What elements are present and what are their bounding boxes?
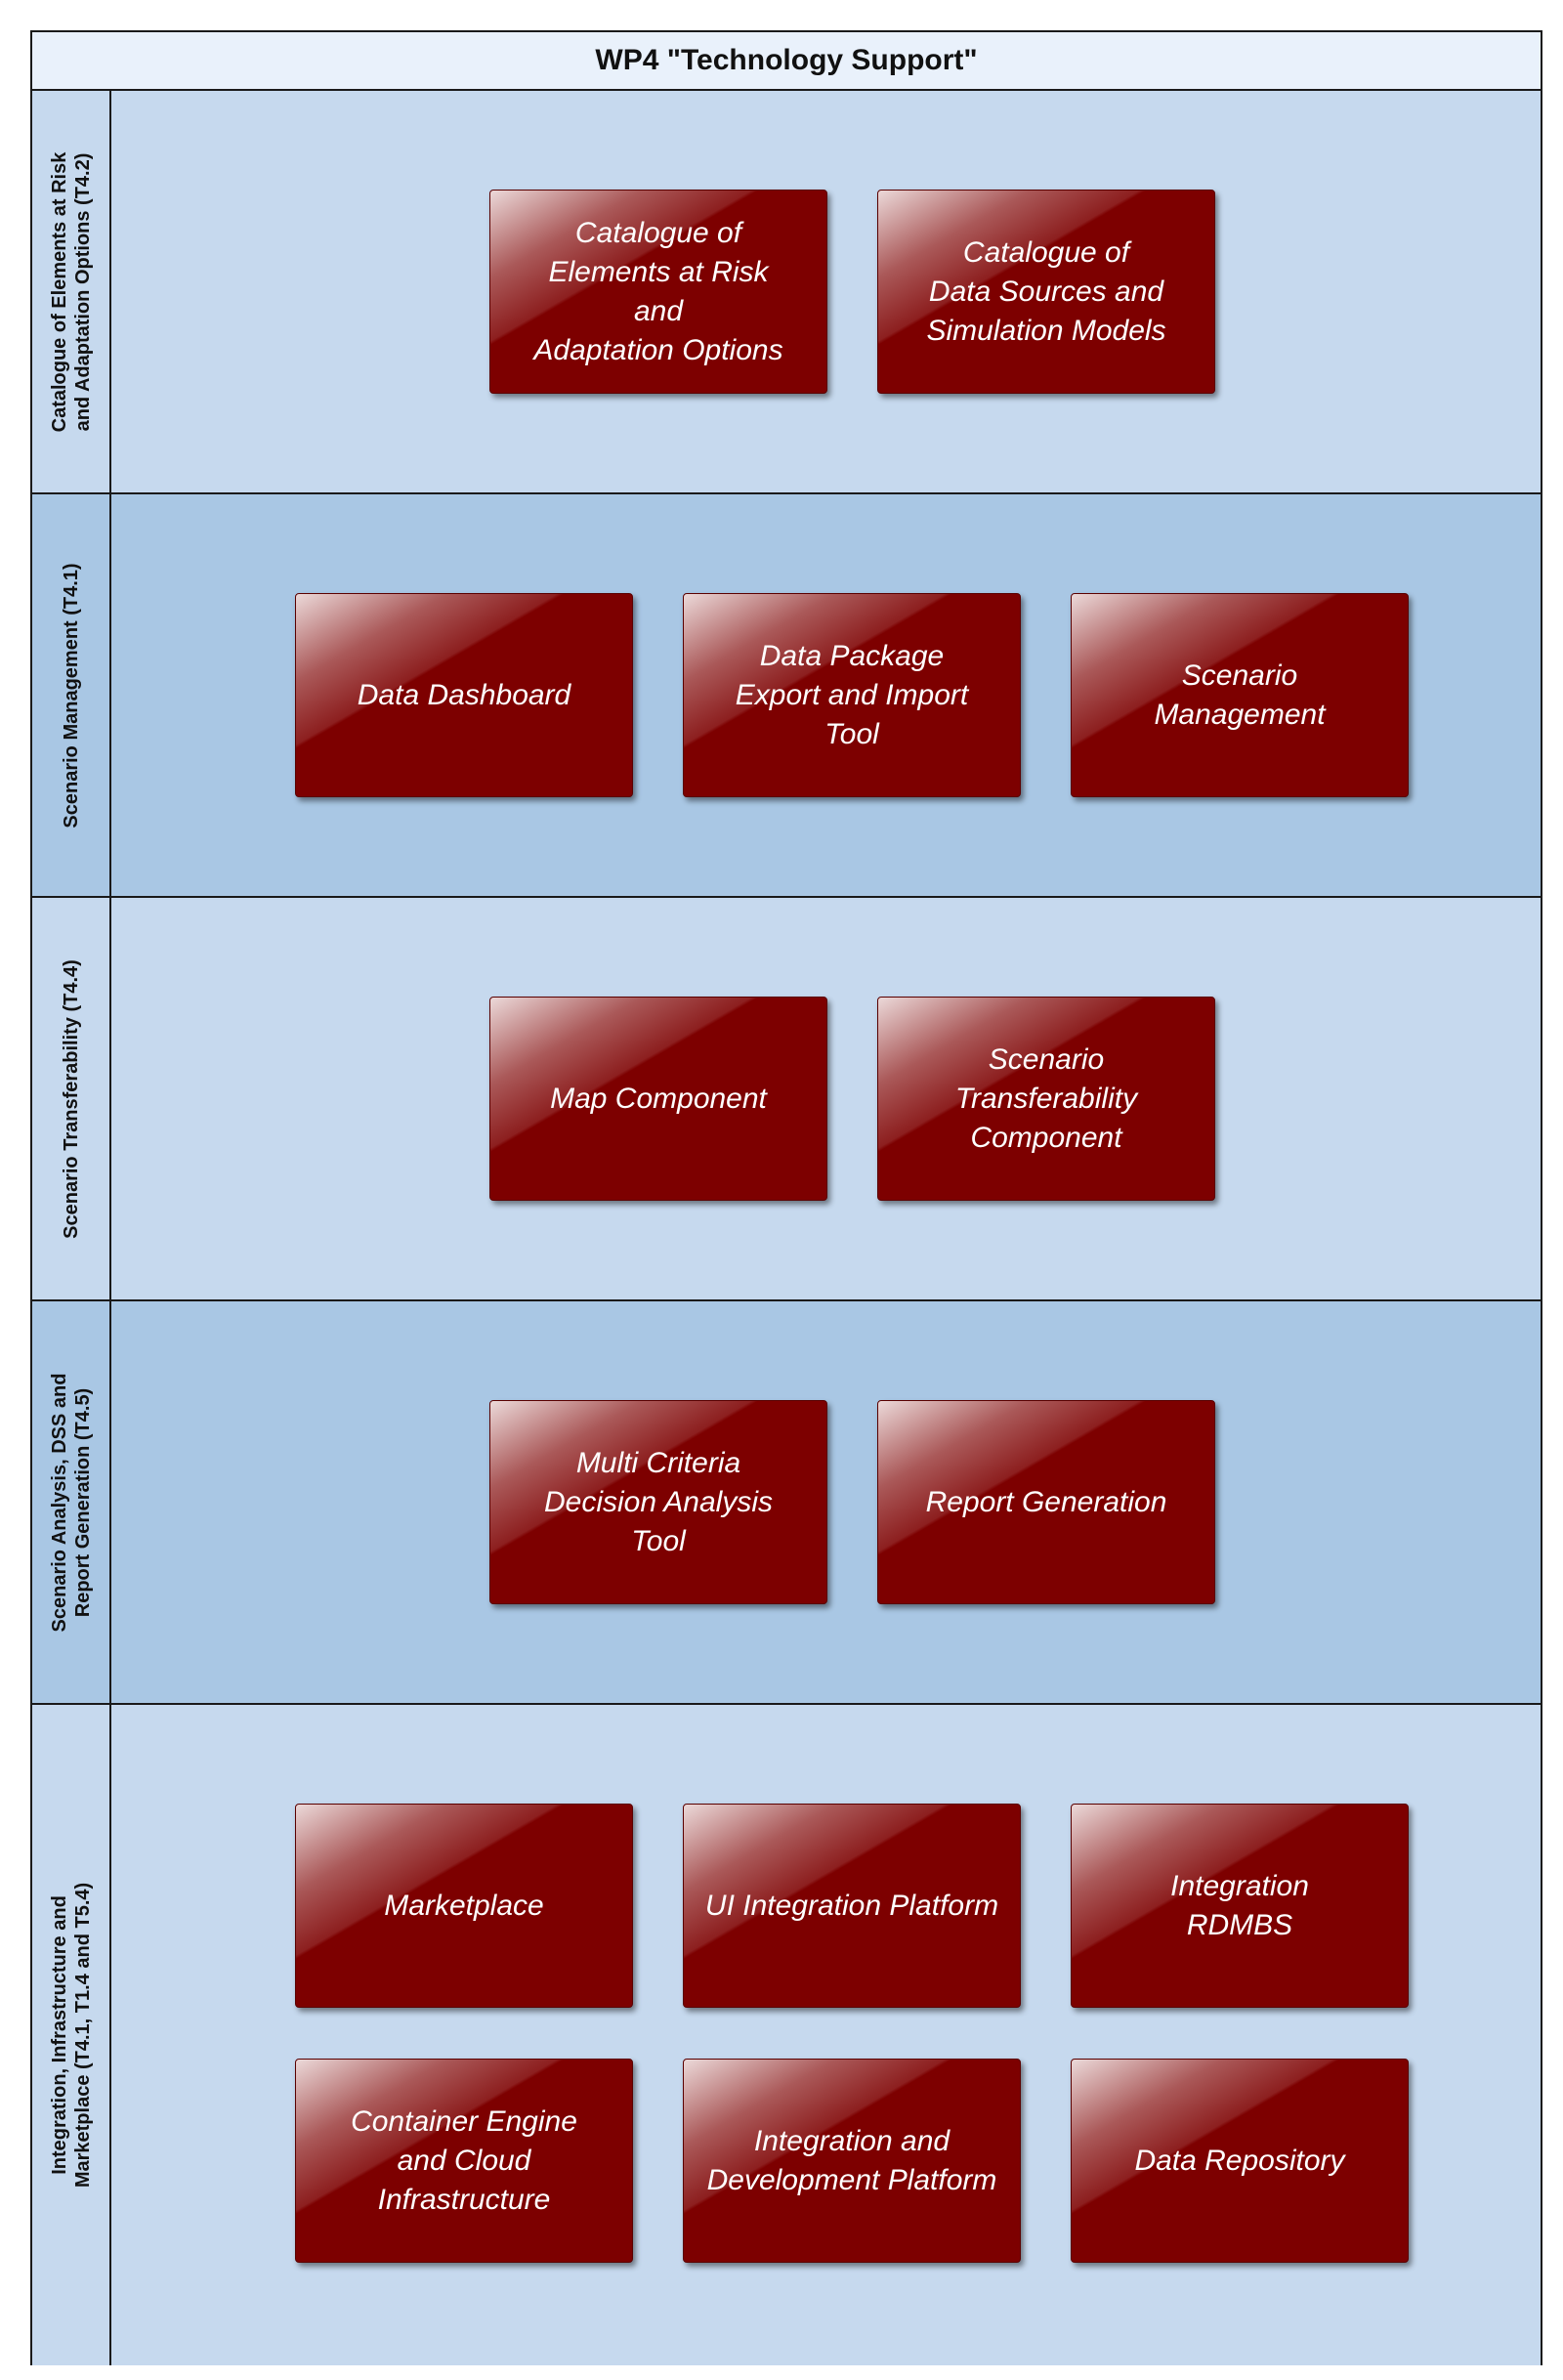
box-label: Report Generation: [925, 1485, 1167, 1518]
box-label: Data Repository: [1134, 2144, 1345, 2177]
lane-header: Scenario Analysis, DSS and Report Genera…: [32, 1301, 111, 1703]
box-label: Scenario Transferability Component: [954, 1042, 1138, 1154]
box-label: Marketplace: [384, 1889, 544, 1922]
box-label: Catalogue of Data Sources and Simulation…: [926, 235, 1166, 347]
box-marketplace: Marketplace: [295, 1804, 633, 2008]
lane-header: Scenario Management (T4.1): [32, 494, 111, 896]
lane-header: Integration, Infrastructure and Marketpl…: [32, 1705, 111, 2365]
box-ui-integration-platform: UI Integration Platform: [683, 1804, 1021, 2008]
lane-label: Catalogue of Elements at Risk and Adapta…: [48, 151, 94, 432]
lane-scenario-analysis: Scenario Analysis, DSS and Report Genera…: [32, 1301, 1541, 1705]
box-label: Map Component: [550, 1082, 767, 1115]
box-label: Multi Criteria Decision Analysis Tool: [544, 1446, 773, 1557]
box-label: Container Engine and Cloud Infrastructur…: [351, 2104, 577, 2216]
lane-header: Catalogue of Elements at Risk and Adapta…: [32, 91, 111, 492]
lane-scenario-transferability: Scenario Transferability (T4.4) Map Compo…: [32, 898, 1541, 1301]
box-label: Catalogue of Elements at Risk and Adapta…: [533, 216, 783, 366]
lane-elements-at-risk: Catalogue of Elements at Risk and Adapta…: [32, 91, 1541, 494]
lane-body: Multi Criteria Decision Analysis Tool Rep…: [111, 1301, 1541, 1703]
box-scenario-transferability-component: Scenario Transferability Component: [877, 997, 1215, 1201]
box-label: UI Integration Platform: [704, 1889, 999, 1922]
lane-body: Map Component Scenario Transferability Co…: [111, 898, 1541, 1299]
lane-scenario-management: Scenario Management (T4.1) Data Dashboard…: [32, 494, 1541, 898]
box-label: Integration RDMBS: [1170, 1869, 1309, 1941]
box-label: Scenario Management: [1154, 659, 1326, 731]
box-label: Data Package Export and Import Tool: [735, 639, 969, 750]
box-data-package-tool: Data Package Export and Import Tool: [683, 593, 1021, 797]
lane-body: Catalogue of Elements at Risk and Adapta…: [111, 91, 1541, 492]
box-label: Integration and Development Platform: [706, 2124, 997, 2196]
box-integration-dev-platform: Integration and Development Platform: [683, 2059, 1021, 2263]
box-label: Data Dashboard: [357, 678, 571, 711]
box-container-engine: Container Engine and Cloud Infrastructur…: [295, 2059, 633, 2263]
box-report-generation: Report Generation: [877, 1400, 1215, 1604]
diagram-title: WP4 "Technology Support": [32, 32, 1541, 91]
box-catalogue-elements-at-risk: Catalogue of Elements at Risk and Adapta…: [489, 190, 827, 394]
lane-label: Scenario Transferability (T4.4): [60, 958, 82, 1239]
lane-label: Scenario Analysis, DSS and Report Genera…: [48, 1373, 94, 1632]
lane-integration-infrastructure: Integration, Infrastructure and Marketpl…: [32, 1705, 1541, 2365]
box-catalogue-data-sources: Catalogue of Data Sources and Simulation…: [877, 190, 1215, 394]
box-mcda-tool: Multi Criteria Decision Analysis Tool: [489, 1400, 827, 1604]
lane-header: Scenario Transferability (T4.4): [32, 898, 111, 1299]
box-data-dashboard: Data Dashboard: [295, 593, 633, 797]
wp4-diagram: WP4 "Technology Support" Catalogue of El…: [30, 30, 1542, 2365]
lane-label: Integration, Infrastructure and Marketpl…: [48, 1882, 94, 2189]
box-data-repository: Data Repository: [1071, 2059, 1409, 2263]
box-scenario-management: Scenario Management: [1071, 593, 1409, 797]
box-map-component: Map Component: [489, 997, 827, 1201]
lane-body: Data Dashboard Data Package Export and Im…: [111, 494, 1541, 896]
lane-label: Scenario Management (T4.1): [60, 562, 82, 829]
box-integration-rdmbs: Integration RDMBS: [1071, 1804, 1409, 2008]
